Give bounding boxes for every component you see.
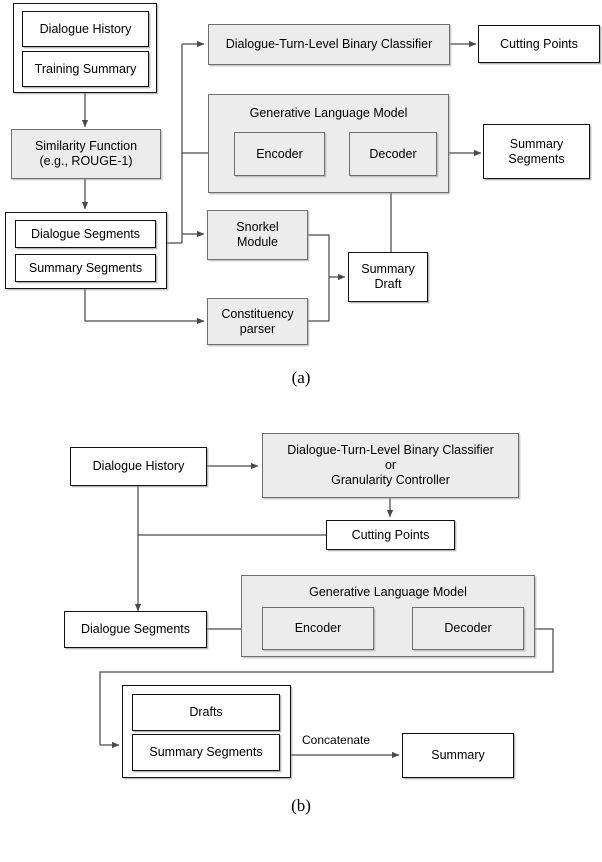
node-summary-segments-b[interactable]: Summary Segments [132,734,280,771]
caption-b: (b) [291,796,311,815]
segments-group-a: Dialogue Segments Summary Segments [5,212,167,289]
node-training-summary-a[interactable]: Training Summary [22,51,149,87]
node-label: Dialogue-Turn-Level Binary Classifier [225,37,433,52]
node-label-line2: or [384,458,397,473]
node-label-line1: Summary [509,136,564,151]
node-dialogue-segments-a[interactable]: Dialogue Segments [15,220,156,248]
node-encoder-b[interactable]: Encoder [262,607,374,650]
glm-title-b: Generative Language Model [309,585,467,599]
node-label: Summary [431,748,485,763]
glm-title-a: Generative Language Model [249,106,408,120]
inputs-group-a: Dialogue History Training Summary [13,3,157,93]
node-drafts-b[interactable]: Drafts [132,694,280,731]
node-label: Encoder [256,146,303,161]
wire-b-decoder-loop [99,628,554,745]
node-label: Cutting Points [500,36,578,51]
node-binary-classifier-a[interactable]: Dialogue-Turn-Level Binary Classifier [208,24,450,65]
node-summary-draft[interactable]: Summary Draft [348,252,428,302]
node-label-line1: Snorkel [236,220,279,235]
node-dialogue-history-b[interactable]: Dialogue History [70,447,207,486]
node-label: Dialogue History [92,459,185,474]
node-label: Decoder [444,621,492,636]
node-label-line2: Module [237,235,278,249]
node-label: Training Summary [34,61,137,76]
node-label-line2: (e.g., ROUGE-1) [39,154,133,168]
node-decoder-b[interactable]: Decoder [412,607,524,650]
node-label-line1: Similarity Function [34,139,138,154]
node-label: Summary Segments [28,260,143,275]
node-label: Summary Segments [149,745,263,760]
node-label: Dialogue History [39,21,132,36]
node-snorkel-module[interactable]: Snorkel Module [207,210,308,260]
node-constituency-parser[interactable]: Constituency parser [207,298,308,345]
caption-a: (a) [291,368,311,387]
node-encoder-a[interactable]: Encoder [234,132,325,176]
node-cutting-points-a[interactable]: Cutting Points [478,25,600,63]
wire-snorkel-merge [308,234,330,277]
node-similarity-function[interactable]: Similarity Function (e.g., ROUGE-1) [11,129,161,179]
node-dialogue-history-a[interactable]: Dialogue History [22,11,149,47]
wire-segments-to-constituency [84,289,205,325]
node-binary-classifier-b[interactable]: Dialogue-Turn-Level Binary Classifier or… [262,433,519,498]
node-label-line3: Granularity Controller [331,472,450,487]
node-label-line1: Summary [361,262,415,277]
node-dialogue-segments-b[interactable]: Dialogue Segments [64,611,207,648]
node-summary-b[interactable]: Summary [402,733,514,778]
node-summary-segments-a[interactable]: Summary Segments [15,254,156,282]
node-label-line1: Constituency [221,306,294,321]
node-label: Drafts [189,705,223,720]
node-label-line2: Draft [374,277,402,291]
node-label-line1: Dialogue-Turn-Level Binary Classifier [287,443,494,458]
glm-group-b: Generative Language Model Encoder Decode… [241,575,535,657]
node-label: Decoder [369,146,417,161]
node-label: Cutting Points [351,527,430,542]
node-label-line2: parser [239,321,276,336]
node-label: Encoder [294,621,342,636]
node-summary-segments-output-a[interactable]: Summary Segments [483,124,590,179]
node-decoder-a[interactable]: Decoder [349,132,437,176]
wire-constituency-merge [308,277,330,322]
glm-group-a: Generative Language Model Encoder Decode… [208,94,449,193]
node-label: Dialogue Segments [30,226,141,241]
node-cutting-points-b[interactable]: Cutting Points [326,520,455,550]
node-label: Dialogue Segments [80,622,191,637]
node-label-line2: Segments [508,151,565,166]
drafts-group-b: Drafts Summary Segments [122,685,291,778]
edge-label-concatenate: Concatenate [302,733,371,747]
